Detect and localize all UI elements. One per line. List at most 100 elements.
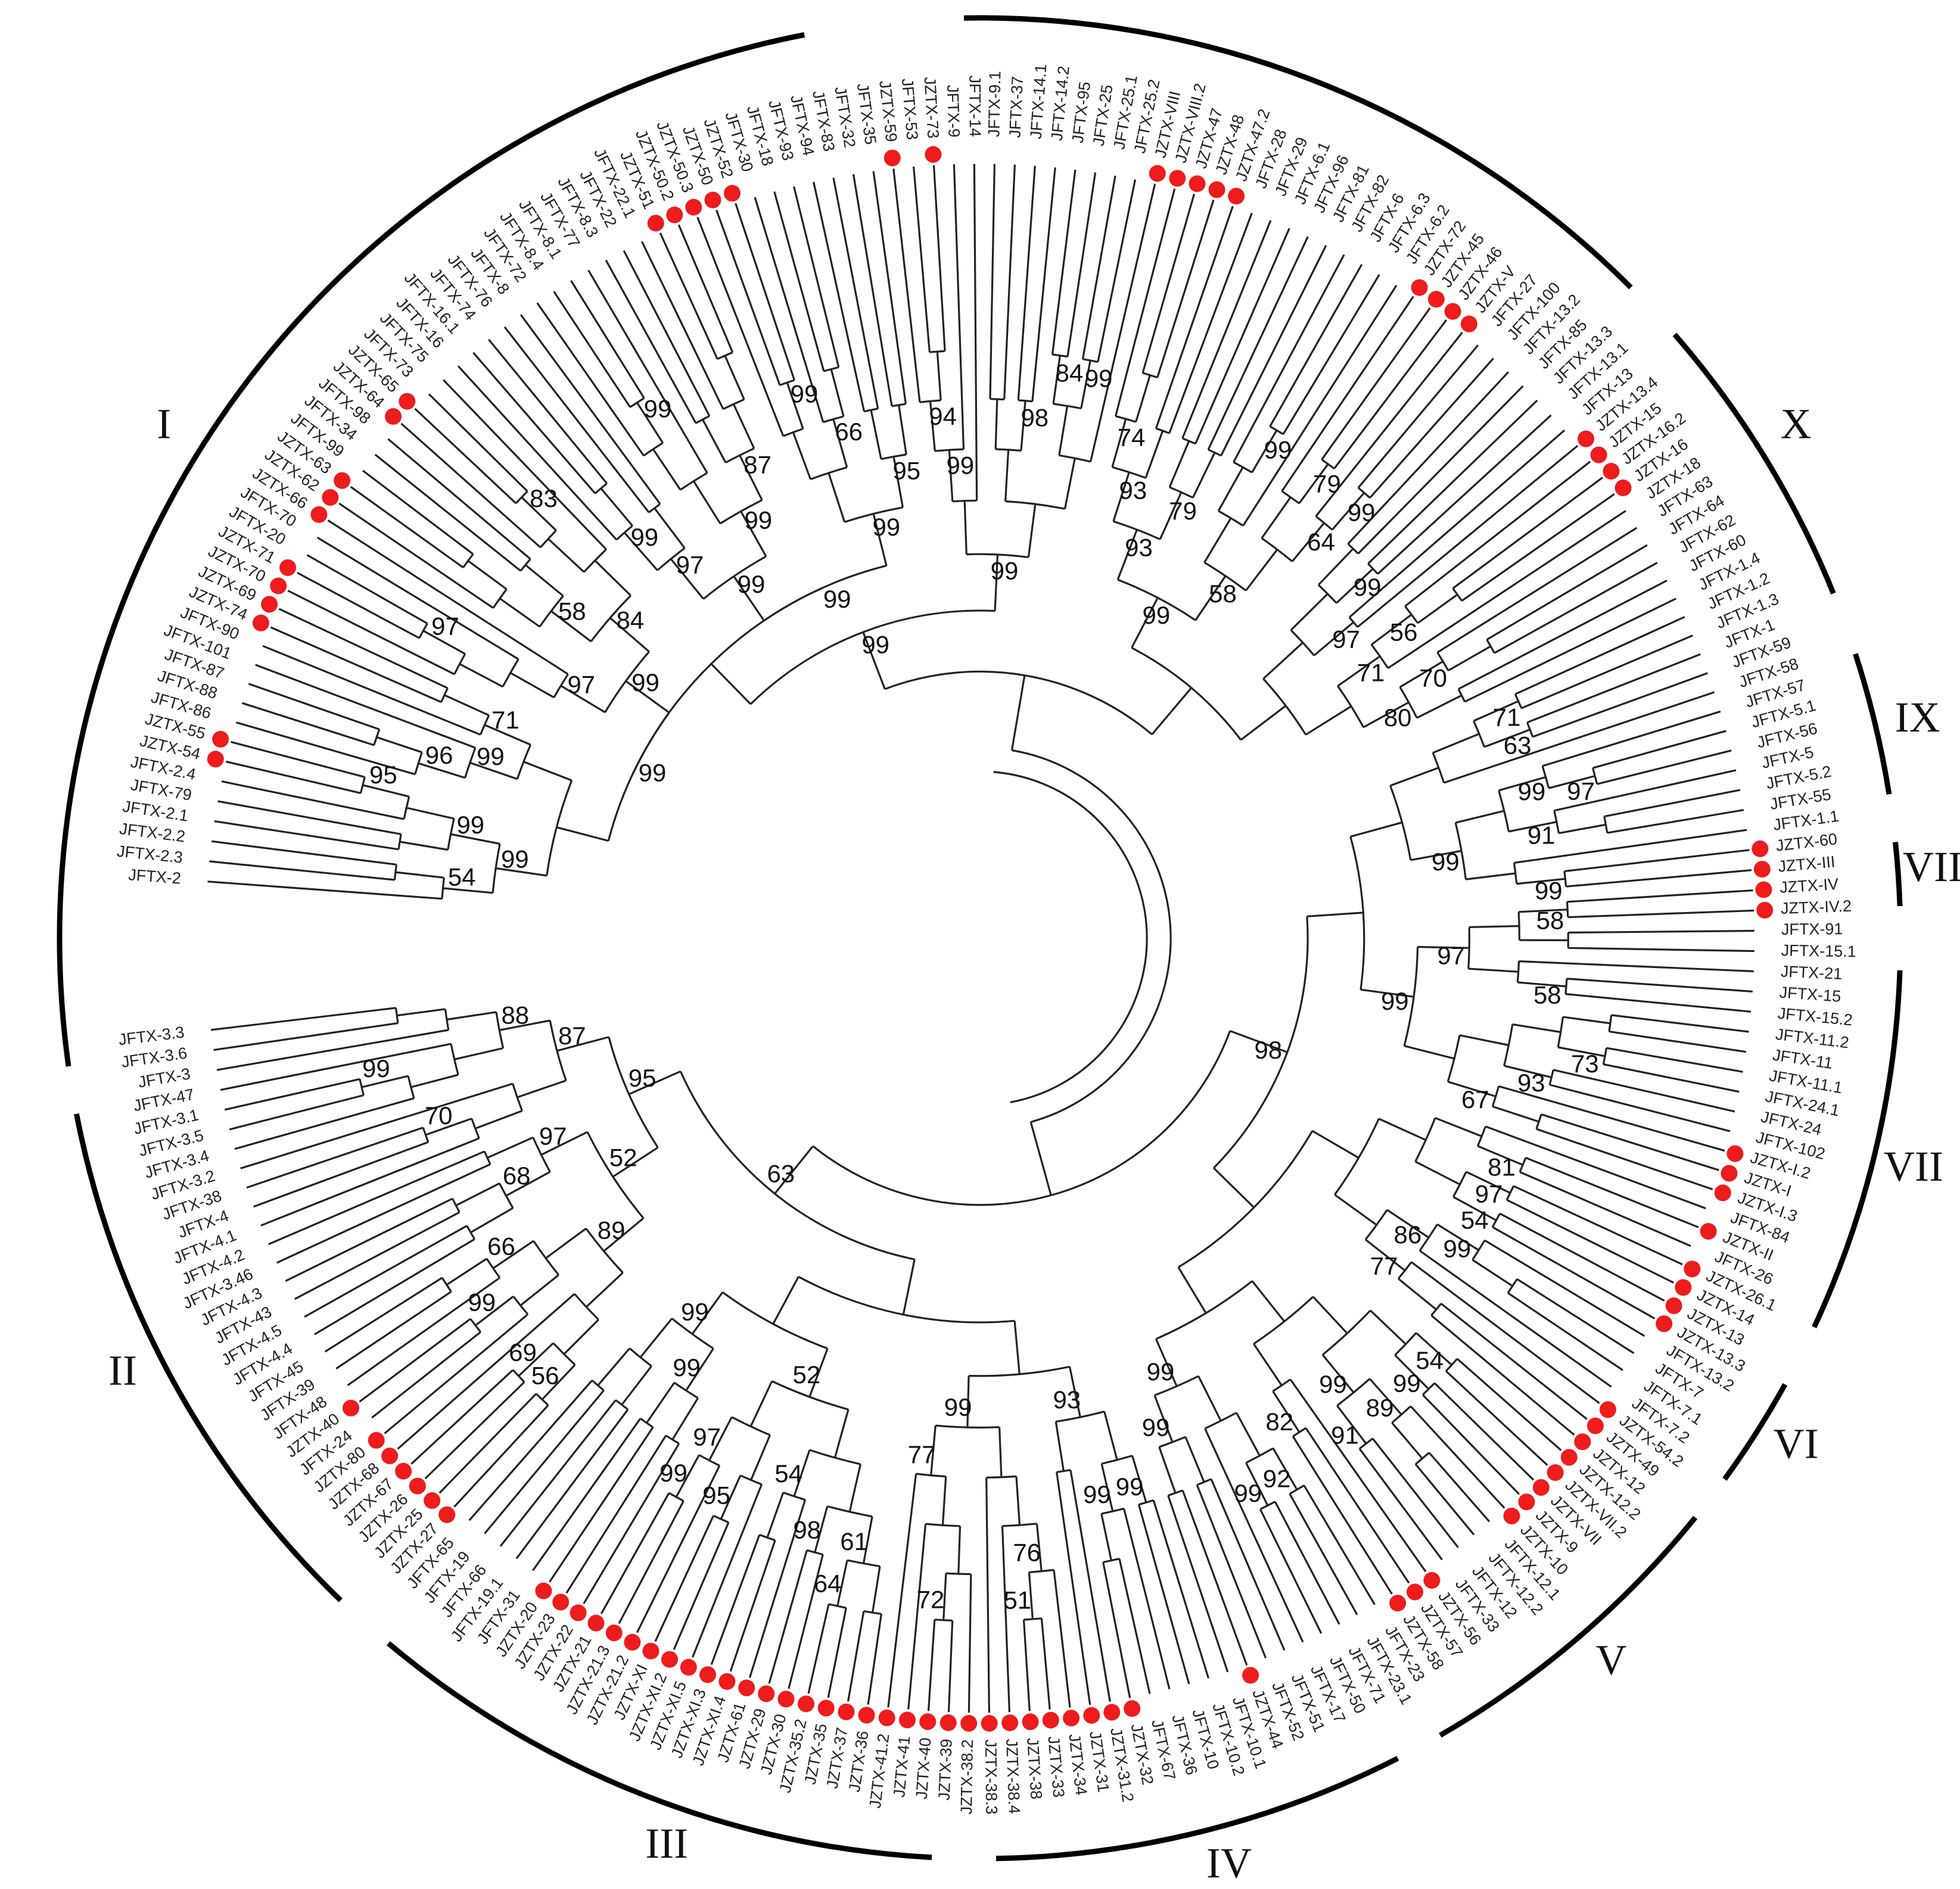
marker-dot <box>777 1691 795 1708</box>
branch-line <box>1369 1378 1402 1415</box>
branch-line <box>618 1500 685 1624</box>
marker-dot <box>925 146 942 163</box>
branch-line <box>1541 1113 1719 1171</box>
branch-line <box>1358 1448 1443 1561</box>
marker-dot <box>438 1506 456 1523</box>
branch-line <box>640 241 724 410</box>
clade-label: VI <box>1774 1420 1819 1467</box>
leaf-label: JZTX-39 <box>935 1738 956 1801</box>
branch-line <box>410 1073 459 1088</box>
branch-line <box>453 1404 549 1508</box>
marker-dot <box>878 1709 895 1726</box>
branch-arc <box>1117 578 1196 621</box>
bootstrap-label: 99 <box>1381 987 1409 1015</box>
leaf-label: JZTX-38 <box>1023 1737 1046 1800</box>
bootstrap-label: 99 <box>644 395 672 423</box>
branch-arc <box>986 1475 1017 1479</box>
branch-line <box>1459 1034 1509 1047</box>
branch-line <box>1433 1382 1535 1481</box>
branch-line <box>710 663 752 705</box>
branch-line <box>1022 1619 1031 1711</box>
branch-arc <box>721 1292 828 1350</box>
branch-line <box>948 450 954 502</box>
branch-arc <box>1131 646 1242 740</box>
bootstrap-label: 52 <box>793 1361 821 1389</box>
bootstrap-label: 99 <box>1116 1473 1144 1501</box>
branch-line <box>1155 1339 1178 1387</box>
branch-arc <box>935 1424 1000 1429</box>
branch-line <box>907 1523 927 1710</box>
marker-dot <box>207 751 224 768</box>
branch-line <box>472 351 596 494</box>
branch-line <box>1464 597 1677 703</box>
marker-dot <box>1189 175 1206 192</box>
branch-line <box>966 1375 970 1428</box>
branch-line <box>774 1145 814 1194</box>
branch-arc <box>1418 1224 1438 1252</box>
leaf-label: JZTX-38.2 <box>957 1739 976 1815</box>
marker-dot <box>1022 1713 1039 1731</box>
branch-line <box>1168 440 1190 488</box>
bootstrap-label: 84 <box>616 606 644 634</box>
branch-line <box>1558 1046 1606 1057</box>
branch-line <box>932 165 946 351</box>
branch-line <box>304 1225 468 1318</box>
branch-line <box>1194 575 1227 621</box>
leaf-label: JFTX-2.3 <box>116 842 183 867</box>
branch-line <box>1458 580 1667 690</box>
marker-dot <box>1149 165 1166 182</box>
clade-arc <box>963 15 1633 290</box>
marker-dot <box>817 1700 835 1717</box>
branch-line <box>872 171 907 404</box>
bootstrap-label: 77 <box>908 1440 936 1468</box>
branch-line <box>1272 1390 1301 1433</box>
marker-dot <box>858 1707 875 1724</box>
branch-line <box>1291 522 1325 562</box>
branch-arc <box>395 1007 399 1023</box>
branch-line <box>852 174 893 407</box>
branch-line <box>1410 849 1462 861</box>
branch-arc <box>643 442 664 457</box>
branch-arc <box>812 1031 1231 1206</box>
branch-line <box>1204 1428 1304 1643</box>
marker-dot <box>1518 1493 1535 1511</box>
branch-arc <box>512 1296 529 1315</box>
branch-line <box>467 560 508 590</box>
branch-line <box>1181 1490 1248 1666</box>
leaf-label: JZTX-33 <box>1044 1735 1068 1798</box>
branch-line <box>1031 167 1056 402</box>
branch-line <box>1196 1485 1267 1658</box>
branch-arc <box>1414 1118 1436 1162</box>
bootstrap-label: 81 <box>1488 1153 1516 1181</box>
branch-line <box>236 721 416 776</box>
branch-line <box>1131 597 1159 649</box>
branch-arc <box>1608 1014 1613 1032</box>
branch-line <box>1305 705 1352 736</box>
bootstrap-label: 99 <box>872 513 900 541</box>
branch-arc <box>783 428 804 437</box>
marker-dot <box>424 1492 441 1509</box>
marker-dot <box>1755 881 1772 898</box>
clade-arc <box>1893 842 1903 907</box>
branch-line <box>1230 1030 1288 1053</box>
branch-arc <box>1272 1378 1291 1392</box>
bootstrap-label: 63 <box>1504 731 1532 759</box>
clade-arc <box>1439 1515 1698 1738</box>
branch-arc <box>462 553 474 568</box>
branch-line <box>510 672 555 699</box>
branch-arc <box>1289 1485 1305 1495</box>
branch-line <box>1158 1446 1177 1493</box>
branch-arc <box>945 1572 971 1576</box>
bootstrap-label: 99 <box>791 379 819 407</box>
branch-line <box>732 403 755 449</box>
leaf-label: JFTX-2 <box>127 866 181 887</box>
branch-line <box>1498 776 1547 792</box>
branch-line <box>362 469 474 555</box>
branch-line <box>425 1118 472 1136</box>
branch-line <box>224 1078 360 1111</box>
branch-line <box>399 841 449 851</box>
bootstrap-label: 99 <box>456 811 484 839</box>
leaf-labels: JFTX-2JFTX-2.3JFTX-2.2JFTX-2.1JFTX-79JFT… <box>116 63 1856 1815</box>
branch-arc <box>995 448 1022 452</box>
branch-line <box>586 1272 624 1308</box>
